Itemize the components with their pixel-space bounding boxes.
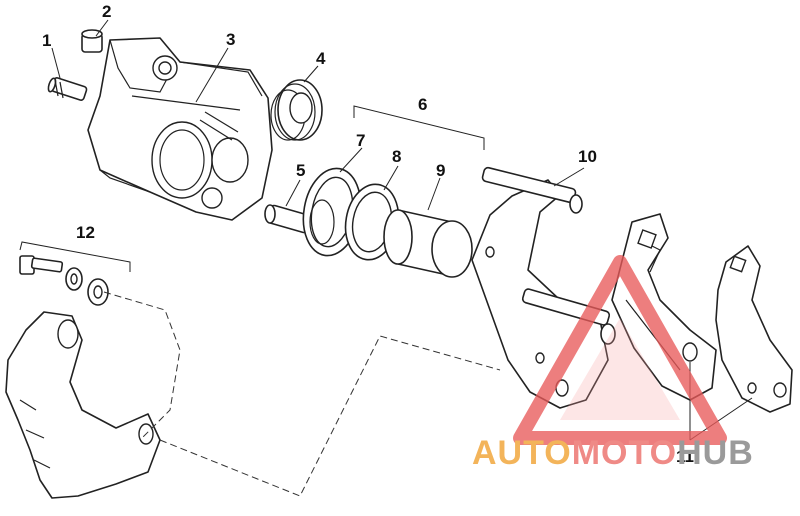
callout-6: 6 — [418, 95, 427, 114]
callout-11: 11 — [676, 447, 694, 466]
group-bracket-12 — [19, 241, 131, 272]
callout-4: 4 — [316, 49, 326, 68]
part-12-bolt-washers — [19, 255, 109, 306]
part-2-bushing — [81, 29, 103, 53]
callout-8: 8 — [392, 147, 401, 166]
group-bracket-6 — [353, 105, 485, 150]
watermark-logo — [513, 255, 727, 445]
callout-10: 10 — [578, 147, 597, 166]
callout-12: 12 — [76, 223, 95, 242]
callout-1: 1 — [42, 31, 51, 50]
watermark-word-1: AUTO — [472, 434, 572, 472]
callout-2: 2 — [102, 2, 111, 21]
assembly-lines — [103, 291, 501, 497]
mounting-bracket — [5, 311, 161, 499]
part-3-caliper-body — [87, 37, 273, 221]
callout-9: 9 — [436, 161, 445, 180]
watermark-word-3: HUB — [677, 434, 754, 472]
leader-lines — [51, 19, 753, 441]
part-11-pads — [611, 213, 793, 413]
part-5-pin — [264, 204, 312, 234]
callout-3: 3 — [226, 30, 235, 49]
watermark-word-2: MOTO — [571, 434, 678, 472]
part-1-slide-pin — [47, 77, 88, 101]
callout-7: 7 — [356, 131, 365, 150]
callout-5: 5 — [296, 161, 305, 180]
part-9-piston — [383, 209, 473, 278]
callouts: 1 2 3 4 5 6 7 8 9 10 11 12 — [42, 2, 694, 466]
part-4-boot — [270, 79, 323, 141]
watermark-wordmark: AUTOMOTOHUB — [472, 434, 754, 473]
